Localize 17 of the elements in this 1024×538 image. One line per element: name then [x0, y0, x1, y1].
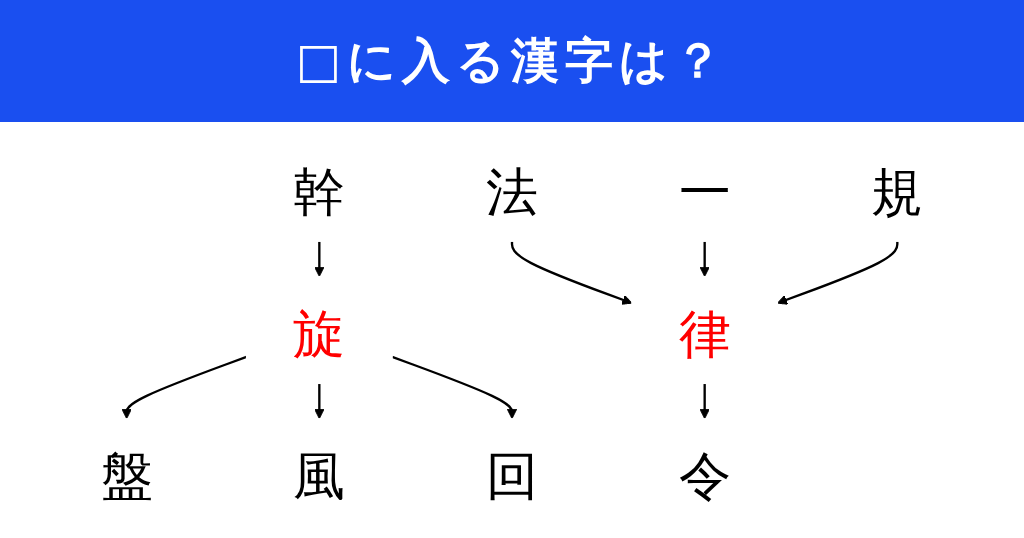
arrow [777, 241, 899, 305]
node-text: 一 [678, 161, 731, 222]
node-text: 旋 [293, 303, 346, 364]
node-text: 盤 [100, 445, 153, 506]
arrow [314, 383, 325, 420]
arrow [121, 355, 247, 420]
node-text: 回 [486, 445, 538, 506]
arrow [314, 241, 325, 277]
node-text: 風 [293, 445, 346, 506]
title: □に入る漢字は？ [295, 31, 729, 90]
node-text: 法 [486, 161, 538, 222]
node-text: 規 [871, 161, 924, 222]
arrow [699, 241, 710, 277]
node-text: 律 [678, 303, 731, 364]
arrow [699, 383, 710, 420]
node-text: 令 [678, 445, 731, 506]
node-text: 幹 [293, 161, 346, 222]
